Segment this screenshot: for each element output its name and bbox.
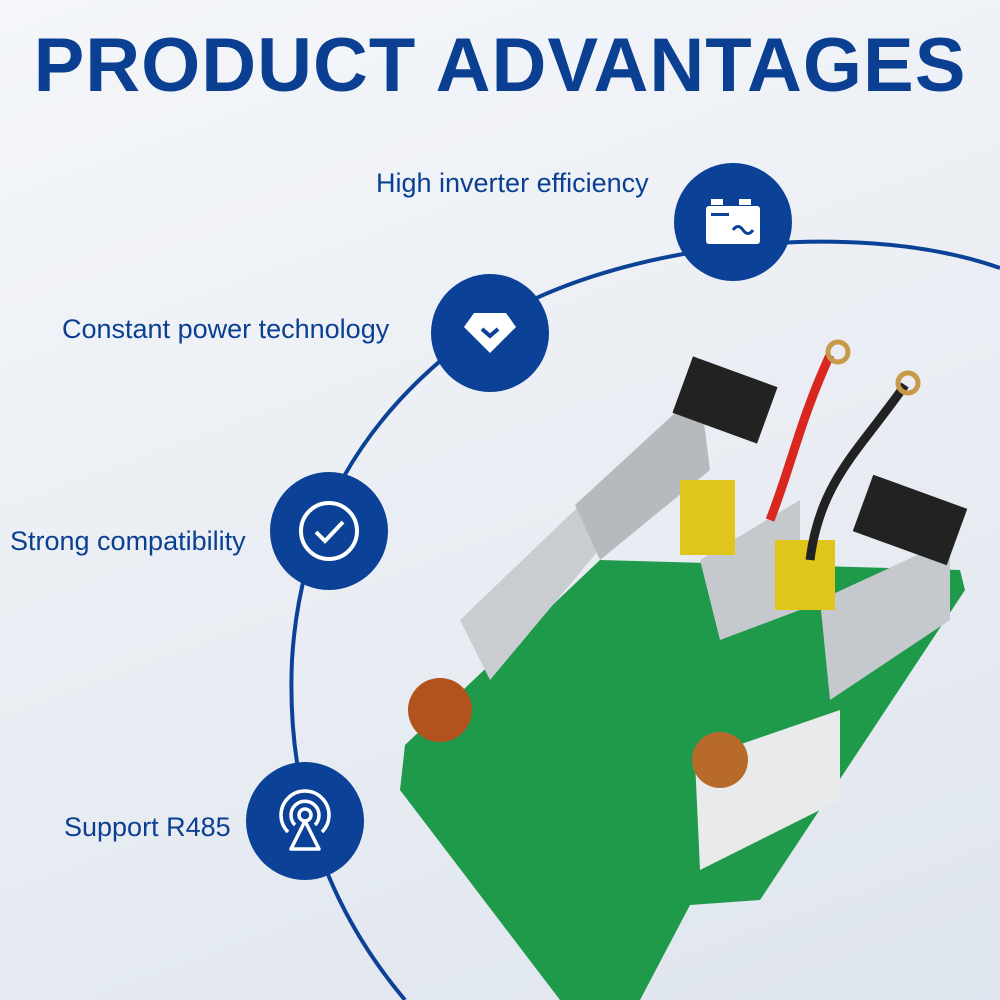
page-title: PRODUCT ADVANTAGES — [33, 23, 967, 108]
battery-icon — [706, 199, 760, 244]
feature-label-compatibility: Strong compatibility — [10, 526, 246, 556]
signal-tower-icon — [279, 789, 331, 851]
feature-label-efficiency: High inverter efficiency — [376, 168, 649, 198]
feature-badge-efficiency — [674, 163, 792, 281]
feature-badge-r485 — [246, 762, 364, 880]
diamond-icon — [464, 313, 516, 353]
feature-badge-constant-power — [431, 274, 549, 392]
inverter-pcb-image — [400, 339, 968, 1000]
feature-badge-compatibility — [270, 472, 388, 590]
check-circle-icon — [299, 501, 359, 561]
feature-label-constant-power: Constant power technology — [62, 314, 390, 344]
feature-label-r485: Support R485 — [64, 812, 231, 842]
